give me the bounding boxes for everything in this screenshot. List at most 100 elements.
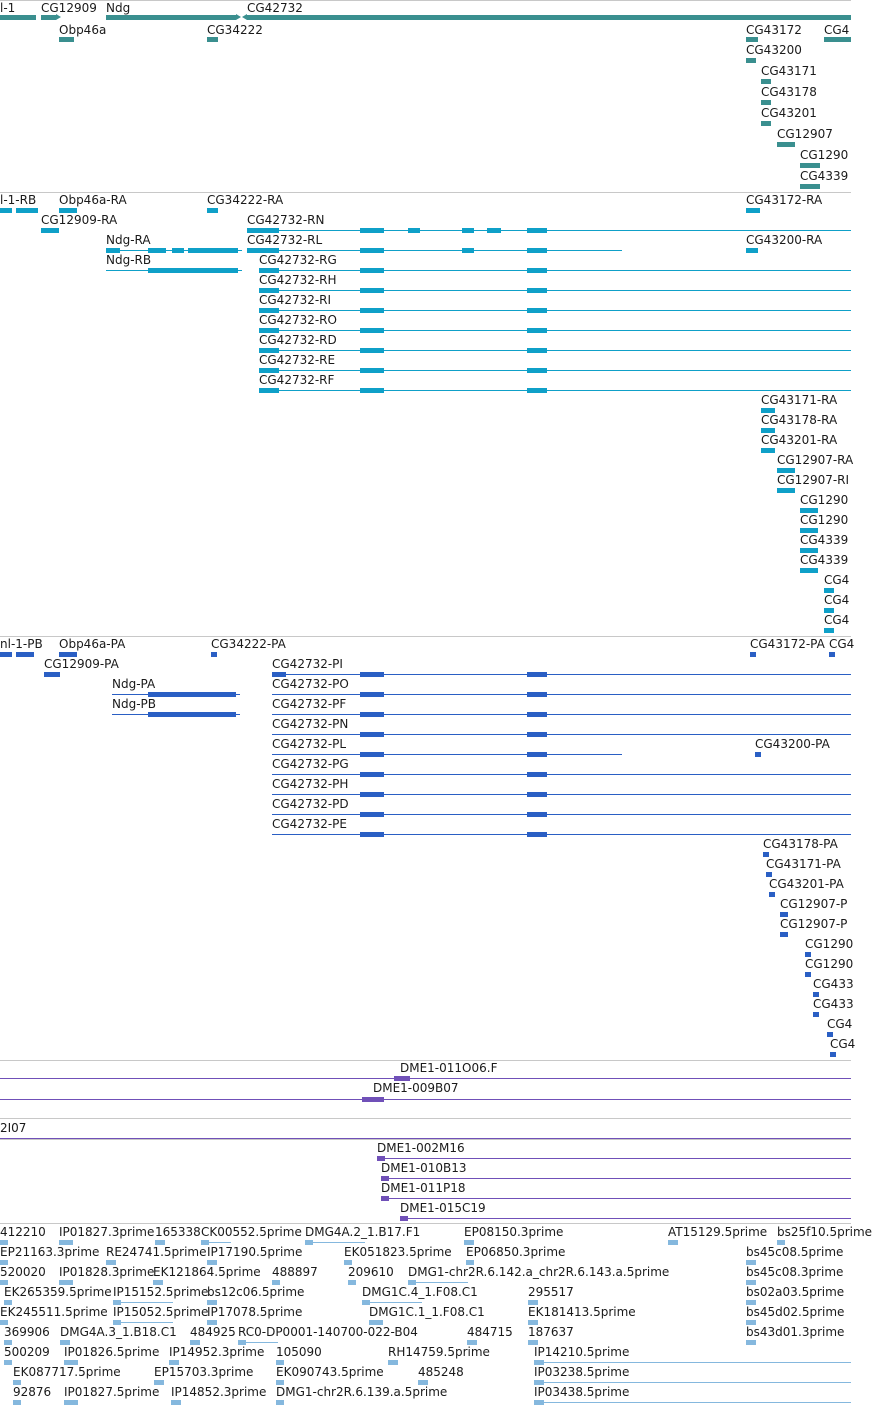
est-label[interactable]: bs25f10.5prime — [777, 1225, 872, 1239]
gene-label[interactable]: CG12909 — [41, 1, 97, 15]
exon-block[interactable] — [527, 248, 547, 253]
transcript-label[interactable]: CG43201-RA — [761, 433, 838, 447]
exon-block[interactable] — [148, 712, 236, 717]
protein-feature[interactable] — [0, 652, 12, 657]
est-feature[interactable] — [0, 1320, 8, 1325]
transcript-feature[interactable] — [800, 508, 818, 513]
transcript-feature[interactable] — [777, 468, 795, 473]
est-feature[interactable] — [418, 1380, 428, 1385]
est-feature[interactable] — [113, 1320, 121, 1325]
clone-feature[interactable] — [362, 1097, 384, 1102]
protein-feature[interactable] — [59, 652, 77, 657]
est-label[interactable]: RC0-DP0001-140700-022-B04 — [238, 1325, 418, 1339]
protein-feature[interactable] — [805, 972, 811, 977]
gene-label[interactable]: CG43201 — [761, 106, 817, 120]
protein-label[interactable]: CG1290 — [805, 957, 854, 971]
est-feature[interactable] — [746, 1300, 756, 1305]
gene-label[interactable]: l-1 — [0, 1, 16, 15]
est-feature[interactable] — [64, 1400, 78, 1405]
est-label[interactable]: 165338 — [155, 1225, 201, 1239]
exon-block[interactable] — [360, 772, 384, 777]
gene-feature[interactable] — [0, 15, 36, 20]
exon-block[interactable] — [259, 348, 279, 353]
exon-block[interactable] — [259, 328, 279, 333]
est-label[interactable]: AT15129.5prime — [668, 1225, 768, 1239]
est-feature[interactable] — [153, 1280, 163, 1285]
est-label[interactable]: bs12c06.5prime — [207, 1285, 305, 1299]
est-feature[interactable] — [528, 1320, 538, 1325]
est-label[interactable]: bs43d01.3prime — [746, 1325, 845, 1339]
est-label[interactable]: EP21163.3prime — [0, 1245, 100, 1259]
est-feature[interactable] — [0, 1240, 8, 1245]
clone-feature[interactable] — [400, 1216, 408, 1221]
est-label[interactable]: IP14852.3prime — [171, 1385, 267, 1399]
transcript-feature[interactable] — [824, 628, 834, 633]
exon-block[interactable] — [527, 732, 547, 737]
gene-feature[interactable] — [106, 15, 236, 20]
est-label[interactable]: 105090 — [276, 1345, 322, 1359]
est-feature[interactable] — [207, 1300, 217, 1305]
est-feature[interactable] — [169, 1360, 179, 1365]
est-feature[interactable] — [305, 1240, 313, 1245]
protein-feature[interactable] — [16, 652, 34, 657]
est-label[interactable]: EP06850.3prime — [466, 1245, 566, 1259]
gene-feature[interactable] — [247, 15, 851, 20]
transcript-feature[interactable] — [59, 208, 77, 213]
exon-block[interactable] — [527, 772, 547, 777]
est-label[interactable]: EP08150.3prime — [464, 1225, 564, 1239]
transcript-label[interactable]: CG42732-RD — [259, 333, 337, 347]
est-label[interactable]: IP15152.5prime — [113, 1285, 209, 1299]
exon-block[interactable] — [487, 228, 501, 233]
exon-block[interactable] — [527, 328, 547, 333]
est-label[interactable]: 92876 — [13, 1385, 52, 1399]
gene-feature[interactable] — [746, 58, 756, 63]
est-label[interactable]: 187637 — [528, 1325, 574, 1339]
protein-feature[interactable] — [830, 1052, 836, 1057]
transcript-feature[interactable] — [746, 208, 760, 213]
transcript-feature[interactable] — [824, 608, 834, 613]
gene-feature[interactable] — [761, 79, 771, 84]
est-label[interactable]: DMG4A.3_1.B18.C1 — [60, 1325, 177, 1339]
transcript-feature[interactable] — [761, 428, 775, 433]
clone-label[interactable]: DME1-011P18 — [381, 1181, 466, 1195]
est-feature[interactable] — [0, 1260, 8, 1265]
gene-feature[interactable] — [761, 121, 771, 126]
est-label[interactable]: 369906 — [4, 1325, 50, 1339]
protein-label[interactable]: CG42732-PG — [272, 757, 349, 771]
est-label[interactable]: IP15052.5prime — [113, 1305, 209, 1319]
exon-block[interactable] — [527, 672, 547, 677]
est-label[interactable]: IP17190.5prime — [207, 1245, 303, 1259]
exon-block[interactable] — [527, 308, 547, 313]
transcript-feature[interactable] — [761, 448, 775, 453]
exon-block[interactable] — [527, 388, 547, 393]
exon-block[interactable] — [259, 368, 279, 373]
est-feature[interactable] — [362, 1300, 370, 1305]
est-feature[interactable] — [388, 1360, 398, 1365]
protein-label[interactable]: CG433 — [813, 997, 854, 1011]
est-feature[interactable] — [13, 1380, 21, 1385]
exon-block[interactable] — [527, 812, 547, 817]
protein-feature[interactable] — [813, 1012, 819, 1017]
est-label[interactable]: IP01827.5prime — [64, 1385, 160, 1399]
protein-label[interactable]: CG42732-PH — [272, 777, 349, 791]
protein-feature[interactable] — [44, 672, 60, 677]
clone-feature[interactable] — [381, 1176, 389, 1181]
est-feature[interactable] — [369, 1320, 383, 1325]
gene-feature[interactable] — [41, 15, 56, 20]
transcript-feature[interactable] — [16, 208, 38, 213]
clone-feature[interactable] — [394, 1076, 410, 1081]
est-feature[interactable] — [464, 1240, 474, 1245]
clone-label[interactable]: DME1-011O06.F — [400, 1061, 498, 1075]
exon-block[interactable] — [527, 348, 547, 353]
protein-label[interactable]: CG43171-PA — [766, 857, 841, 871]
transcript-feature[interactable] — [761, 408, 775, 413]
exon-block[interactable] — [148, 248, 166, 253]
est-feature[interactable] — [746, 1320, 756, 1325]
exon-block[interactable] — [360, 792, 384, 797]
transcript-feature[interactable] — [247, 228, 279, 233]
est-label[interactable]: 500209 — [4, 1345, 50, 1359]
protein-feature[interactable] — [829, 652, 835, 657]
protein-label[interactable]: CG12909-PA — [44, 657, 119, 671]
transcript-label[interactable]: CG43200-RA — [746, 233, 823, 247]
est-label[interactable]: IP01826.5prime — [64, 1345, 160, 1359]
